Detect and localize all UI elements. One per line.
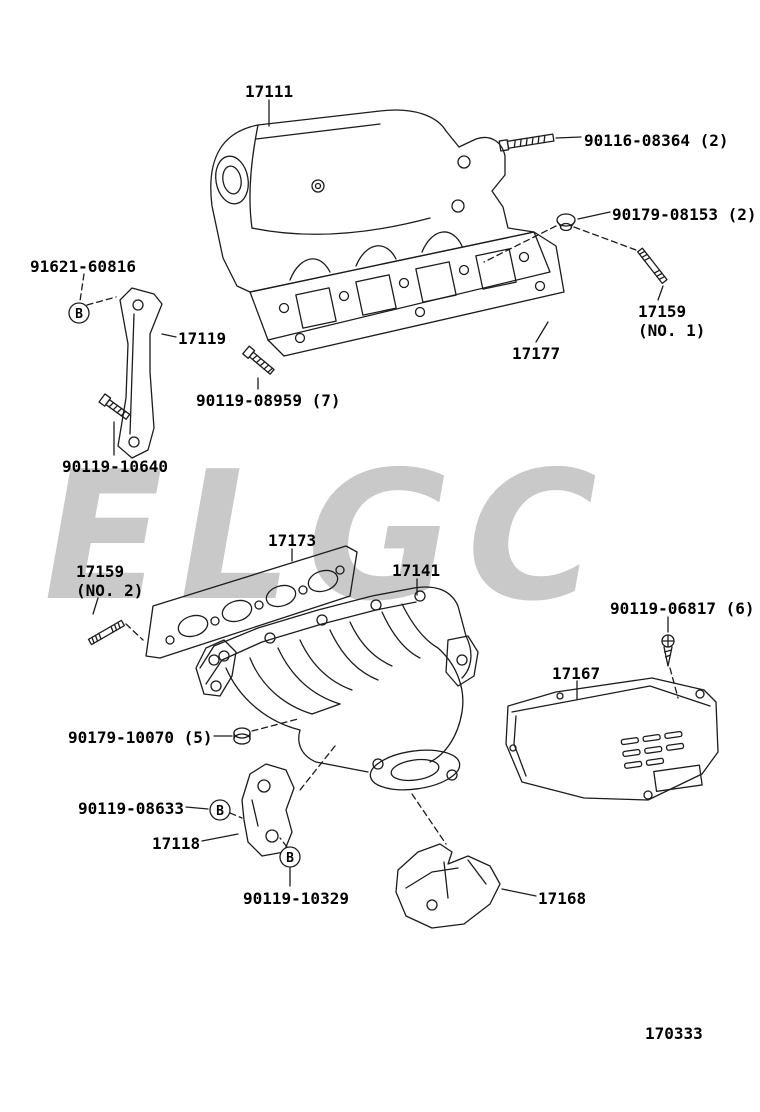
bolt-90119-08959-drawing (242, 345, 275, 375)
callout-part-17168: 17168 (538, 889, 587, 908)
callout-part-90179-08153: 90179-08153 (2) (612, 205, 757, 224)
intake-manifold-drawing (210, 109, 551, 344)
screw-90119-06817-drawing (661, 634, 675, 667)
marker-b-1-label: B (75, 307, 83, 322)
callout-part-91621-60816: 91621-60816 (30, 257, 136, 276)
intake-gasket-17177-drawing (267, 231, 565, 357)
marker-b-2-label: B (216, 804, 224, 819)
callout-part-90119-06817: 90119-06817 (6) (610, 599, 755, 618)
exhaust-manifold-drawing (195, 586, 479, 791)
callout-part-90179-10070: 90179-10070 (5) (68, 728, 213, 747)
stud-17159-no1-drawing (636, 247, 668, 285)
callout-part-17118: 17118 (152, 834, 201, 853)
leader-lines (92, 99, 669, 897)
callout-part-17177: 17177 (512, 344, 561, 363)
callout-part-90119-08959: 90119-08959 (7) (196, 391, 341, 410)
callout-part-17119: 17119 (178, 329, 227, 348)
nut-90179-08153-drawing (556, 213, 576, 232)
dashed-connectors (79, 225, 679, 848)
bracket-17119-drawing (117, 287, 163, 459)
callout-part-17111: 17111 (245, 82, 294, 101)
callout-part-17141: 17141 (392, 561, 441, 580)
marker-b-3: B (279, 846, 301, 868)
callout-part-90116-08364: 90116-08364 (2) (584, 131, 729, 150)
marker-b-3-label: B (286, 851, 294, 866)
bolt-90119-10640-drawing (98, 393, 131, 420)
bracket-17118-drawing (241, 763, 295, 857)
callout-part-17173: 17173 (268, 531, 317, 550)
callout-part-17159-no2: 17159 (NO. 2) (76, 562, 144, 600)
stud-17159-no2-drawing (87, 619, 126, 646)
marker-b-1: B (68, 302, 90, 324)
callout-part-17159-no1: 17159 (NO. 1) (638, 302, 706, 340)
figure-number: 170333 (645, 1024, 703, 1043)
callout-part-90119-08633: 90119-08633 (78, 799, 184, 818)
exhaust-gasket-17173-drawing (145, 545, 358, 659)
nut-90179-10070-drawing (233, 727, 251, 745)
heat-insulator-17168-drawing (395, 843, 501, 929)
bolt-90116-08364-drawing (498, 133, 555, 152)
callout-part-90119-10329: 90119-10329 (243, 889, 349, 908)
heat-insulator-17167-drawing (505, 677, 719, 801)
marker-b-2: B (209, 799, 231, 821)
callout-part-17167: 17167 (552, 664, 601, 683)
callout-part-90119-10640: 90119-10640 (62, 457, 168, 476)
